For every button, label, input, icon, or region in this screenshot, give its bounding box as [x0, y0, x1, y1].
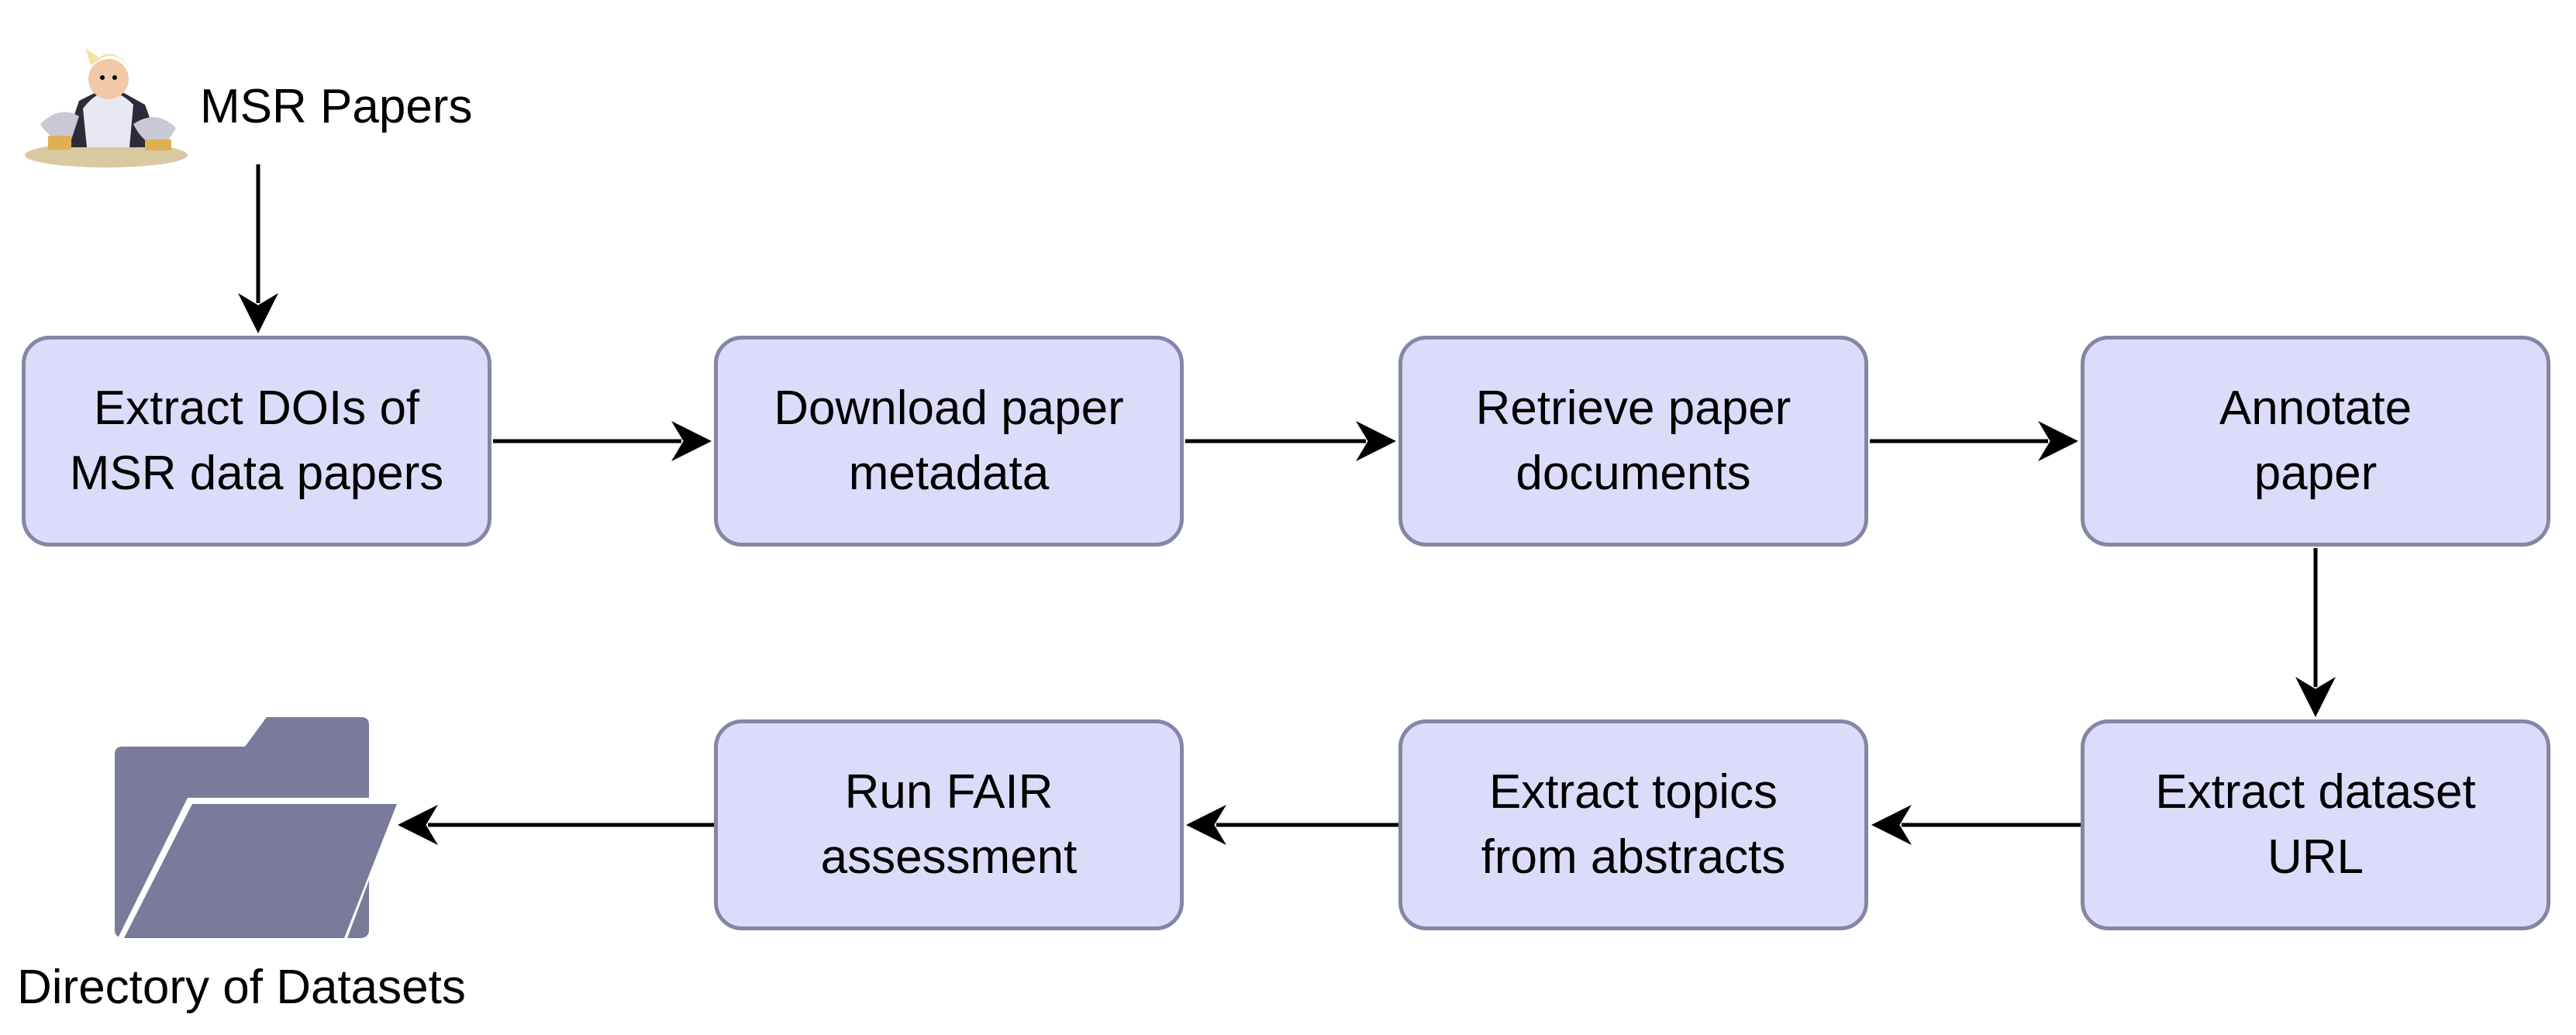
step-label: Extract dataset URL [2155, 765, 2476, 884]
step-download-metadata: Download paper metadata [714, 336, 1184, 547]
step-label: Extract DOIs of MSR data papers [69, 381, 444, 500]
step-label: Extract topics from abstracts [1481, 765, 1786, 884]
step-label: Annotate paper [2219, 381, 2412, 500]
step-extract-url: Extract dataset URL [2081, 719, 2550, 930]
msr-mascot-icon [17, 31, 195, 171]
edge-arrowhead-2 [1356, 421, 1396, 461]
edge-arrowhead-1 [671, 421, 712, 461]
step-extract-dois: Extract DOIs of MSR data papers [22, 336, 491, 547]
edge-arrowhead-7 [398, 805, 438, 845]
folder-icon [115, 717, 403, 938]
edge-arrowhead-4 [2295, 677, 2336, 717]
edge-arrowhead-5 [1871, 805, 1912, 845]
step-label: Run FAIR assessment [820, 765, 1078, 884]
step-label: Retrieve paper documents [1475, 381, 1791, 500]
step-fair-assessment: Run FAIR assessment [714, 719, 1184, 930]
step-label: Download paper metadata [774, 381, 1124, 500]
edge-arrowhead-0 [238, 293, 278, 333]
edge-arrowhead-6 [1186, 805, 1226, 845]
sink-label: Directory of Datasets [17, 961, 466, 1014]
source-label: MSR Papers [200, 80, 473, 133]
step-extract-topics: Extract topics from abstracts [1398, 719, 1868, 930]
step-annotate-paper: Annotate paper [2081, 336, 2550, 547]
edge-arrowhead-3 [2038, 421, 2078, 461]
step-retrieve-documents: Retrieve paper documents [1398, 336, 1868, 547]
